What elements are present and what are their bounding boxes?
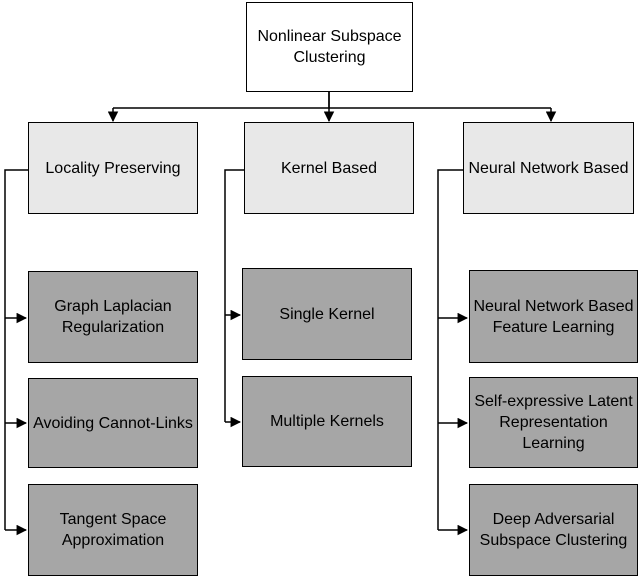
leaf-tangent-space-approximation: Tangent Space Approximation — [28, 484, 198, 576]
leaf-label: Multiple Kernels — [270, 413, 384, 430]
category-neural-network-based: Neural Network Based — [463, 122, 634, 214]
leaf-label: Avoiding Cannot-Links — [33, 414, 193, 432]
kernel-trunk-line — [224, 169, 244, 422]
locality-trunk-line — [4, 169, 28, 530]
leaf-label: Graph Laplacian Regularization — [54, 298, 172, 336]
root-node: Nonlinear Subspace Clustering — [246, 2, 413, 92]
leaf-graph-laplacian-regularization: Graph Laplacian Regularization — [28, 271, 198, 363]
leaf-label: Neural Network Based Feature Learning — [473, 297, 634, 336]
leaf-label: Tangent Space Approximation — [59, 511, 167, 549]
leaf-label: Deep Adversarial Subspace Clustering — [479, 511, 628, 549]
neural-trunk-line — [437, 169, 463, 530]
leaf-label: Self-expressive Latent Representation Le… — [474, 393, 633, 452]
leaf-neural-network-feature-learning: Neural Network Based Feature Learning — [469, 270, 638, 363]
category-label: Locality Preserving — [45, 159, 181, 177]
category-locality-preserving: Locality Preserving — [28, 122, 198, 214]
leaf-multiple-kernels: Multiple Kernels — [242, 376, 412, 467]
leaf-label: Single Kernel — [279, 305, 375, 323]
category-kernel-based: Kernel Based — [244, 122, 414, 214]
root-label: Nonlinear Subspace Clustering — [257, 28, 402, 66]
leaf-deep-adversarial-subspace-clustering: Deep Adversarial Subspace Clustering — [469, 484, 638, 576]
leaf-single-kernel: Single Kernel — [242, 268, 412, 360]
leaf-self-expressive-latent-representation: Self-expressive Latent Representation Le… — [469, 377, 638, 468]
leaf-avoiding-cannot-links: Avoiding Cannot-Links — [28, 378, 198, 468]
category-label: Kernel Based — [280, 159, 378, 177]
category-label: Neural Network Based — [468, 159, 629, 177]
